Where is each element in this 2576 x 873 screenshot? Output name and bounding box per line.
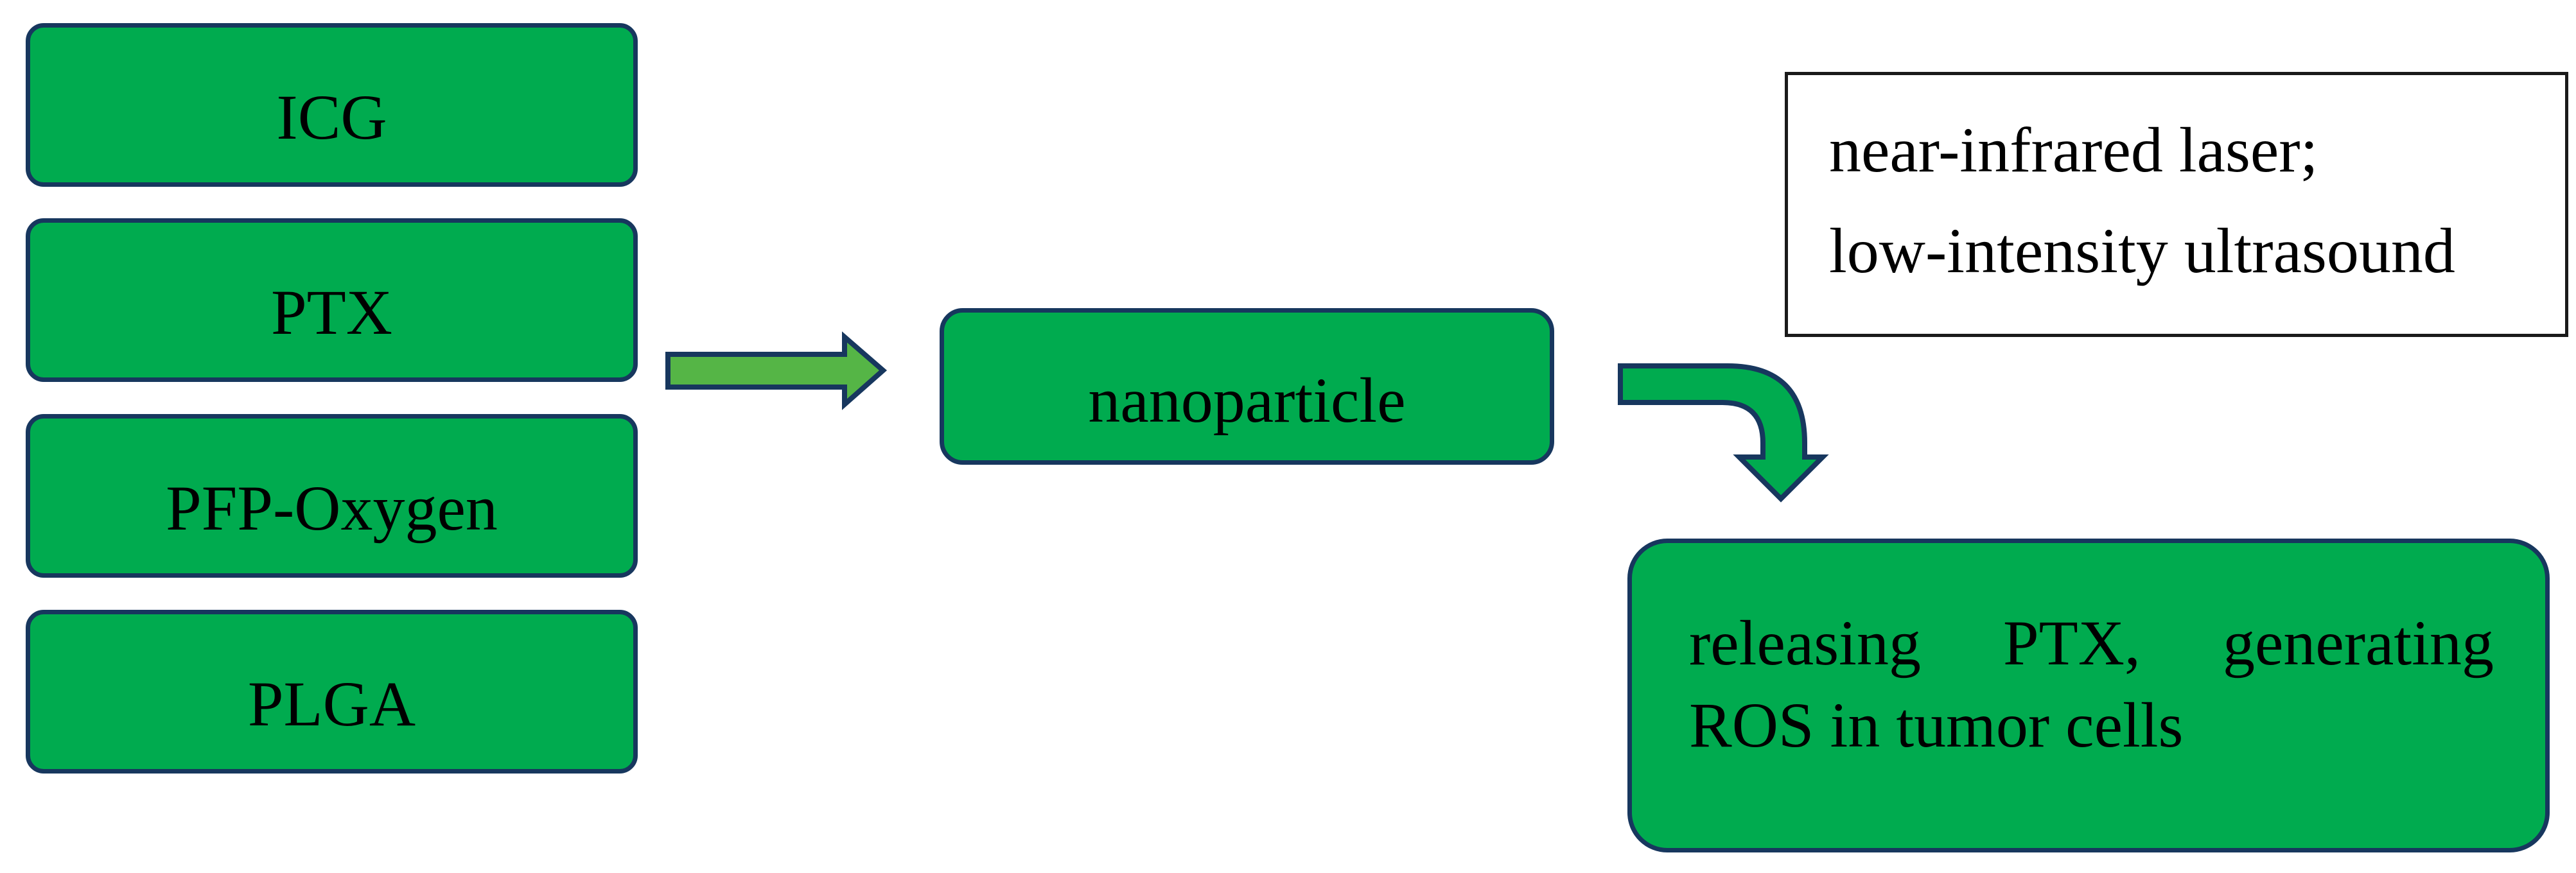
- input-box-pfp-oxygen-label: PFP-Oxygen: [166, 472, 498, 544]
- condition-line-1: near-infrared laser;: [1829, 114, 2318, 186]
- input-box-icg: ICG: [26, 23, 638, 187]
- condition-box: near-infrared laser; low-intensity ultra…: [1785, 72, 2568, 337]
- nanoparticle-label: nanoparticle: [1088, 364, 1406, 436]
- bent-down-arrow-icon: [1618, 363, 1829, 503]
- input-box-plga-label: PLGA: [247, 668, 416, 739]
- right-arrow-icon: [665, 331, 888, 410]
- input-box-ptx-label: PTX: [271, 277, 392, 348]
- bent-down-arrow-shape: [1618, 363, 1829, 503]
- condition-line-2: low-intensity ultrasound: [1829, 215, 2455, 286]
- result-box-text: releasing PTX, generating ROS in tumor c…: [1689, 607, 2494, 761]
- nanoparticle-box: nanoparticle: [940, 308, 1554, 465]
- input-box-icg-label: ICG: [276, 82, 387, 153]
- input-box-ptx: PTX: [26, 218, 638, 382]
- result-box: releasing PTX, generating ROS in tumor c…: [1627, 539, 2550, 852]
- input-box-plga: PLGA: [26, 610, 638, 774]
- input-box-pfp-oxygen: PFP-Oxygen: [26, 414, 638, 578]
- right-arrow-shape: [665, 331, 888, 410]
